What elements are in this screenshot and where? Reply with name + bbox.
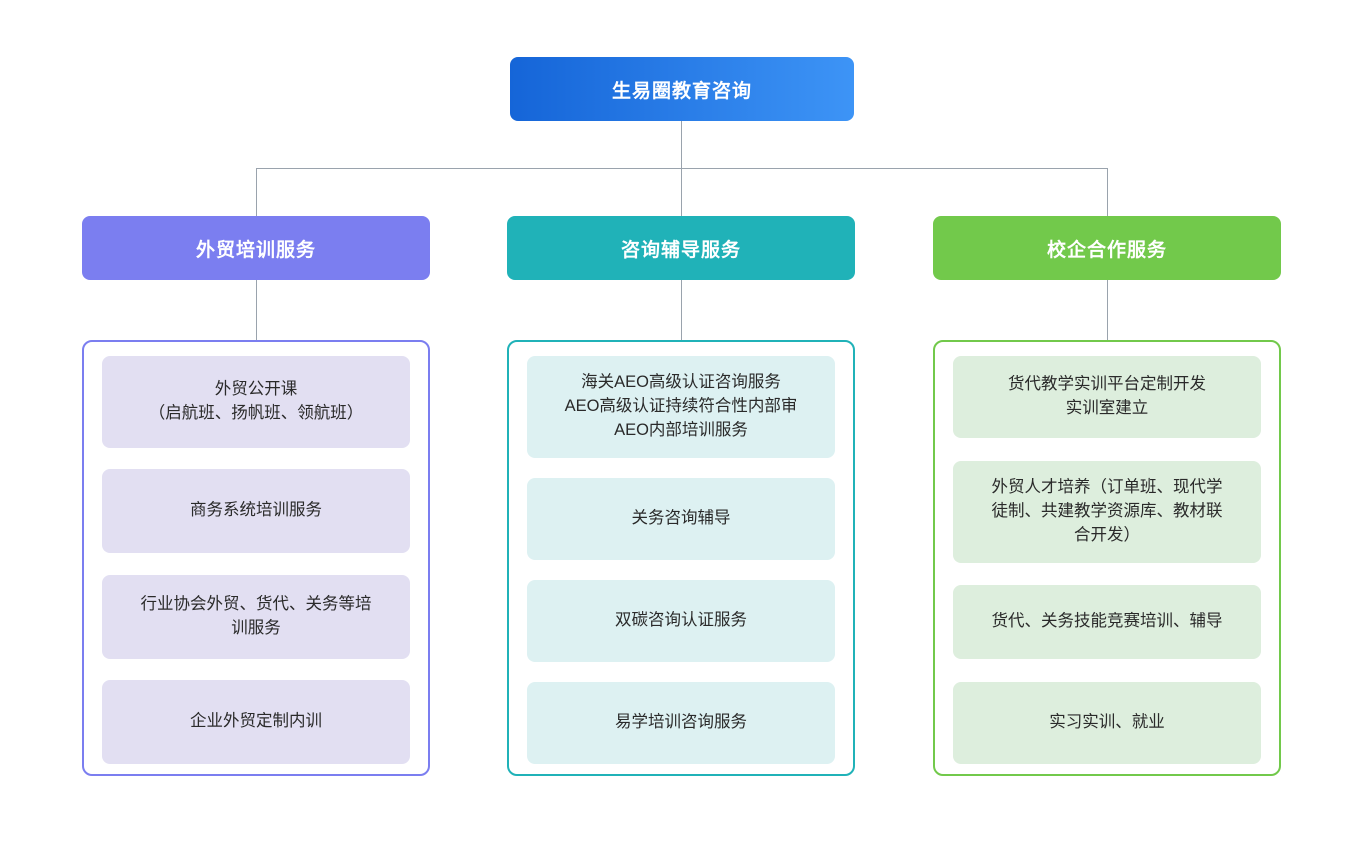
connector-branch-1-vertical xyxy=(681,168,682,216)
leaf-item-line: （启航班、扬帆班、领航班） xyxy=(148,404,364,422)
leaf-item-label: 海关AEO高级认证咨询服务 AEO高级认证持续符合性内部审 AEO内部培训服务 xyxy=(565,371,798,443)
leaf-item[interactable]: 外贸人才培养（订单班、现代学徒制、共建教学资源库、教材联合开发） xyxy=(953,460,1261,563)
leaf-item-line: 易学培训咨询服务 xyxy=(615,713,747,732)
leaf-item[interactable]: 企业外贸定制内训 xyxy=(102,679,410,764)
root-node[interactable]: 生易圈教育咨询 xyxy=(510,57,854,121)
leaf-item-label: 易学培训咨询服务 xyxy=(615,711,747,735)
leaf-item-line: 外贸人才培养（订单班、现代学 xyxy=(991,477,1223,496)
leaf-item-line: 训服务 xyxy=(231,618,281,637)
leaf-item-label: 外贸人才培养（订单班、现代学徒制、共建教学资源库、教材联合开发） xyxy=(992,476,1223,548)
leaf-item-label: 关务咨询辅导 xyxy=(632,507,731,531)
leaf-item[interactable]: 海关AEO高级认证咨询服务 AEO高级认证持续符合性内部审 AEO内部培训服务 xyxy=(527,356,835,458)
leaf-item-label: 商务系统培训服务 xyxy=(190,499,322,523)
leaf-item-line: 双碳咨询认证服务 xyxy=(615,611,747,630)
root-node-label: 生易圈教育咨询 xyxy=(611,80,752,102)
leaf-item[interactable]: 关务咨询辅导 xyxy=(527,478,835,560)
leaf-item-line: 海关AEO高级认证咨询服务 xyxy=(581,373,781,392)
leaf-item[interactable]: 货代教学实训平台定制开发实训室建立 xyxy=(953,356,1261,438)
leaf-item[interactable]: 易学培训咨询服务 xyxy=(527,682,835,764)
leaf-item-line: 货代教学实训平台定制开发 xyxy=(1008,375,1206,394)
connector-root-vertical xyxy=(681,121,682,168)
leaf-item-line: 外贸公开课 xyxy=(214,380,298,399)
leaf-item-line: AEO内部培训服务 xyxy=(614,420,748,439)
connector-branch-0-vertical xyxy=(256,168,257,216)
leaf-item[interactable]: 外贸公开课 （启航班、扬帆班、领航班） xyxy=(102,356,410,448)
leaf-item[interactable]: 货代、关务技能竞赛培训、辅导 xyxy=(953,585,1261,660)
leaf-item[interactable]: 双碳咨询认证服务 xyxy=(527,580,835,662)
leaf-item-line: AEO高级认证持续符合性内部审 xyxy=(564,397,798,416)
branch-container-1: 海关AEO高级认证咨询服务 AEO高级认证持续符合性内部审 AEO内部培训服务关务咨… xyxy=(507,340,855,776)
leaf-item-label: 货代、关务技能竞赛培训、辅导 xyxy=(992,610,1223,634)
leaf-item[interactable]: 行业协会外贸、货代、关务等培训服务 xyxy=(102,574,410,659)
leaf-item-label: 外贸公开课 （启航班、扬帆班、领航班） xyxy=(149,378,364,426)
leaf-item-line: 企业外贸定制内训 xyxy=(190,712,322,731)
branch-header-1[interactable]: 咨询辅导服务 xyxy=(507,216,855,280)
leaf-item-line: 徒制、共建教学资源库、教材联 xyxy=(991,501,1223,520)
leaf-item-line: 实习实训、就业 xyxy=(1049,713,1165,731)
leaf-item-label: 实习实训、就业 xyxy=(1049,711,1165,735)
leaf-item-line: 货代、关务技能竞赛培训、辅导 xyxy=(991,612,1223,631)
leaf-item-label: 行业协会外贸、货代、关务等培训服务 xyxy=(141,593,372,641)
leaf-item-label: 双碳咨询认证服务 xyxy=(615,609,747,633)
connector-branch-2-vertical xyxy=(1107,168,1108,216)
leaf-item[interactable]: 实习实训、就业 xyxy=(953,681,1261,764)
leaf-item[interactable]: 商务系统培训服务 xyxy=(102,469,410,554)
branch-header-2[interactable]: 校企合作服务 xyxy=(933,216,1281,280)
branch-container-0: 外贸公开课 （启航班、扬帆班、领航班） 商务系统培训服务行业协会外贸、货代、关务等培… xyxy=(82,340,430,776)
leaf-item-label: 货代教学实训平台定制开发实训室建立 xyxy=(1008,373,1206,421)
connector-branch-0-stem xyxy=(256,280,257,340)
branch-header-0-label: 外贸培训服务 xyxy=(195,239,316,261)
leaf-item-line: 行业协会外贸、货代、关务等培 xyxy=(140,594,372,613)
connector-branch-1-stem xyxy=(681,280,682,340)
branch-header-1-label: 咨询辅导服务 xyxy=(620,239,741,261)
leaf-item-line: 关务咨询辅导 xyxy=(631,509,731,528)
branch-container-2: 货代教学实训平台定制开发实训室建立外贸人才培养（订单班、现代学徒制、共建教学资源… xyxy=(933,340,1281,776)
leaf-item-line: 商务系统培训服务 xyxy=(190,501,322,520)
branch-header-2-label: 校企合作服务 xyxy=(1046,239,1167,261)
leaf-item-line: 实训室建立 xyxy=(1065,399,1149,417)
branch-header-0[interactable]: 外贸培训服务 xyxy=(82,216,430,280)
leaf-item-line: 合开发） xyxy=(1074,525,1140,544)
connector-branch-2-stem xyxy=(1107,280,1108,340)
leaf-item-label: 企业外贸定制内训 xyxy=(190,710,322,734)
